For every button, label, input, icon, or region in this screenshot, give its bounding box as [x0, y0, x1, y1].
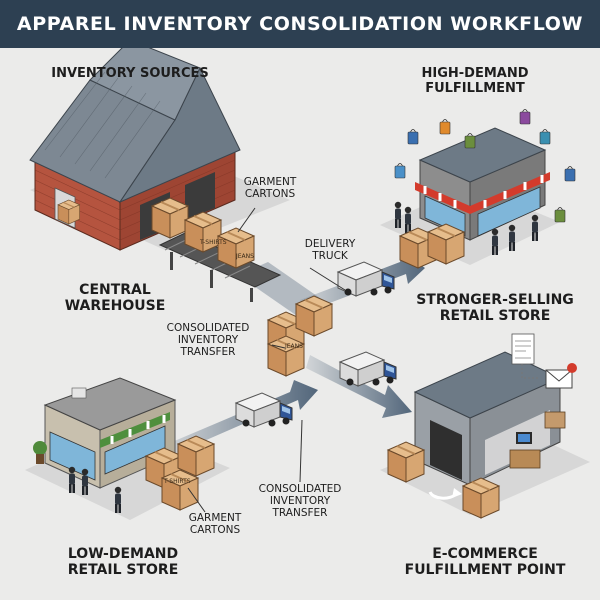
annotation-line: GARMENT: [188, 512, 242, 524]
store-awning: [100, 412, 170, 448]
delivery-truck-top: [337, 261, 395, 297]
node-label-low-demand-store: LOW-DEMAND RETAIL STORE: [48, 546, 198, 578]
annotation-line: DELIVERY: [304, 238, 356, 250]
carton-group-conveyor: T-SHIRTS JEANS: [151, 197, 255, 269]
node-label-line: WAREHOUSE: [64, 298, 166, 315]
node-label-line: LOW-DEMAND: [67, 546, 179, 562]
annotation-line: TRANSFER: [180, 346, 236, 359]
carton-tag: T-SHIRTS: [163, 478, 191, 485]
title-bar: APPAREL INVENTORY CONSOLIDATION WORKFLOW: [0, 0, 600, 48]
consolidated-cartons: JEANS: [267, 295, 333, 377]
carton-tag: JEANS: [284, 343, 303, 350]
annotation-consolidated-bottom: CONSOLIDATED INVENTORY TRANSFER: [240, 483, 360, 519]
arrow-to-ecommerce: [306, 355, 412, 418]
ecommerce-illustration: [380, 333, 590, 519]
section-label-fulfillment: HIGH-DEMAND FULFILLMENT: [421, 66, 529, 96]
node-label-line: RETAIL STORE: [439, 308, 551, 325]
store-awning: [415, 172, 550, 214]
node-label-ecommerce: E-COMMERCE FULFILLMENT POINT: [385, 546, 585, 578]
central-warehouse-illustration: [29, 48, 290, 251]
low-demand-store-illustration: T-SHIRTS: [25, 377, 230, 520]
annotation-delivery-truck: DELIVERY TRUCK: [290, 238, 370, 262]
annotation-consolidated-left: CONSOLIDATED INVENTORY TRANSFER: [148, 322, 268, 358]
annotation-line: GARMENT: [243, 176, 297, 188]
page-title: APPAREL INVENTORY CONSOLIDATION WORKFLOW: [16, 13, 584, 35]
carton-tag: JEANS: [235, 253, 254, 260]
annotation-line: CONSOLIDATED: [258, 483, 342, 495]
node-label-line: STRONGER-SELLING: [416, 292, 574, 308]
section-label-sources: INVENTORY SOURCES: [51, 66, 209, 81]
carton-tag: T-SHIRTS: [199, 239, 227, 246]
stronger-store-illustration: [380, 109, 576, 269]
annotation-line: INVENTORY: [269, 495, 331, 508]
annotation-garment-cartons-bottom: GARMENT CARTONS: [170, 512, 260, 536]
node-label-central-warehouse: CENTRAL WAREHOUSE: [45, 282, 185, 314]
annotation-line: TRANSFER: [272, 507, 328, 520]
shipping-label: [511, 333, 535, 365]
email-icon: [545, 363, 577, 389]
annotation-line: CONSOLIDATED: [166, 322, 250, 334]
node-label-line: E-COMMERCE: [432, 546, 538, 562]
node-label-line: FULFILLMENT POINT: [404, 562, 566, 579]
delivery-truck-center: [339, 351, 397, 387]
annotation-line: CARTONS: [189, 524, 241, 537]
node-label-stronger-store: STRONGER-SELLING RETAIL STORE: [400, 292, 590, 324]
annotation-line: INVENTORY: [177, 334, 239, 347]
annotation-line: CARTONS: [244, 188, 296, 201]
node-label-line: CENTRAL: [79, 282, 151, 298]
node-label-line: RETAIL STORE: [67, 562, 179, 579]
workflow-illustration: T-SHIRTS JEANS JEANS: [25, 48, 590, 520]
annotation-line: TRUCK: [312, 250, 348, 263]
annotation-garment-cartons-top: GARMENT CARTONS: [225, 176, 315, 200]
potted-plant: [33, 441, 47, 464]
